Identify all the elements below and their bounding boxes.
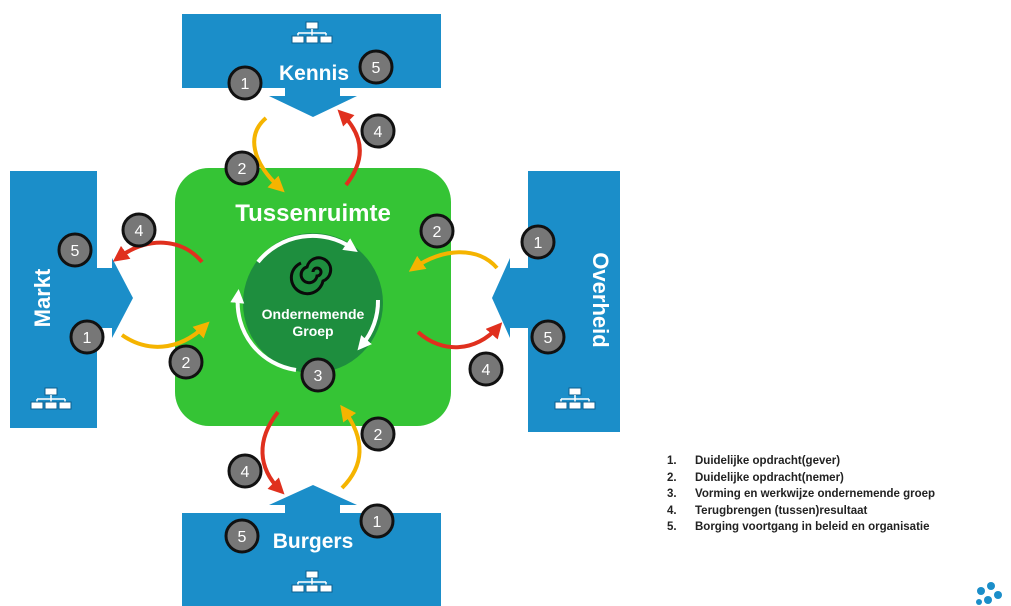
step-number: 1 (373, 514, 382, 531)
step-number: 2 (374, 427, 383, 444)
markt-label: Markt (30, 268, 55, 327)
ondernemende-label: Ondernemende (262, 306, 365, 322)
overheid-label: Overheid (588, 252, 613, 347)
step-number: 5 (238, 529, 247, 546)
arrow-burgers-red (260, 410, 285, 495)
legend-item: 4.Terugbrengen (tussen)resultaat (667, 504, 868, 517)
legend-item: 2.Duidelijke opdracht(nemer) (667, 471, 844, 484)
tussenruimte-title: Tussenruimte (235, 200, 391, 227)
arrow-kennis-yellow (252, 116, 285, 193)
step-number: 3 (314, 368, 323, 385)
step-number: 1 (241, 76, 250, 93)
step-marker-overheid-2: 2 (419, 213, 455, 249)
legend-item: 5.Borging voortgang in beleid en organis… (667, 521, 930, 533)
step-marker-overheid-5: 5 (530, 319, 566, 355)
step-number: 2 (238, 161, 247, 178)
step-number: 4 (135, 223, 144, 240)
stakeholder-kennis: Kennis (182, 14, 441, 117)
arrow-markt-yellow (120, 321, 210, 349)
step-number: 1 (83, 330, 92, 347)
step-marker-burgers-5: 5 (224, 518, 260, 554)
arrow-kennis-red (337, 109, 362, 187)
step-marker-overheid-4: 4 (468, 351, 504, 387)
step-number: 2 (433, 224, 442, 241)
arrow-overheid-yellow (408, 250, 499, 272)
stakeholder-burgers: Burgers (182, 485, 441, 606)
step-number: 5 (71, 243, 80, 260)
step-marker-burgers-2: 2 (360, 416, 396, 452)
step-marker-kennis-4: 4 (360, 113, 396, 149)
step-marker-burgers-1: 1 (359, 503, 395, 539)
burgers-label: Burgers (273, 530, 354, 553)
step-marker-center-3: 3 (300, 357, 336, 393)
step-number: 5 (544, 330, 553, 347)
stakeholder-markt: Markt (10, 171, 133, 428)
spiral-icon (289, 256, 333, 296)
ondernemende-groep-circle (243, 233, 383, 373)
logo-icon (976, 582, 1002, 605)
cycle-arrow-left (230, 289, 297, 372)
step-marker-kennis-2: 2 (224, 150, 260, 186)
groep-label: Groep (292, 323, 333, 339)
cycle-arrow-right (357, 299, 381, 351)
step-number: 2 (182, 355, 191, 372)
step-number: 4 (374, 124, 383, 141)
step-number: 5 (372, 60, 381, 77)
legend-item: 1.Duidelijke opdracht(gever) (667, 455, 841, 467)
step-marker-kennis-5: 5 (358, 49, 394, 85)
step-number: 1 (534, 235, 543, 252)
step-marker-kennis-1: 1 (227, 65, 263, 101)
arrow-markt-red (112, 240, 204, 264)
step-marker-overheid-1: 1 (520, 224, 556, 260)
arrow-burgers-yellow (340, 404, 362, 490)
step-marker-markt-2: 2 (168, 344, 204, 380)
kennis-label: Kennis (279, 62, 349, 85)
legend-list: 1.Duidelijke opdracht(gever) 2.Duidelijk… (667, 453, 935, 536)
step-number: 4 (241, 464, 250, 481)
legend-item: 3.Vorming en werkwijze ondernemende groe… (667, 488, 936, 500)
step-marker-markt-5: 5 (57, 232, 93, 268)
step-marker-markt-1: 1 (69, 319, 105, 355)
step-number: 4 (482, 362, 491, 379)
cycle-arrow-top (256, 233, 358, 264)
step-marker-markt-4: 4 (121, 212, 157, 248)
stakeholder-overheid: Overheid (492, 171, 620, 432)
arrow-overheid-red (416, 322, 503, 350)
step-marker-burgers-4: 4 (227, 453, 263, 489)
